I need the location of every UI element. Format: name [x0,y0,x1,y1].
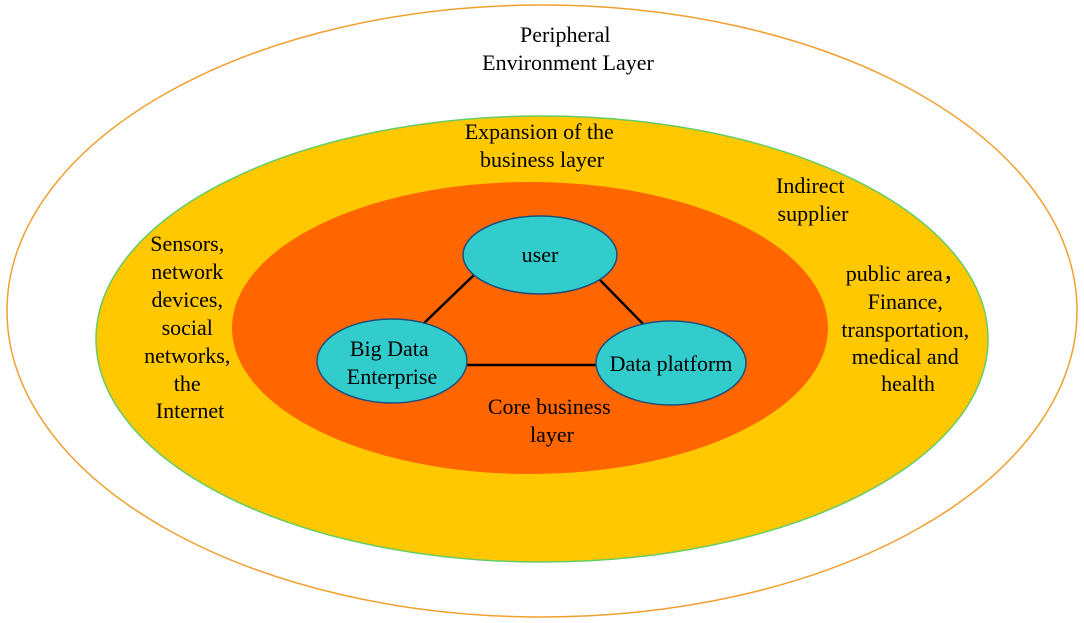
right-line: Finance, [868,289,943,314]
user-node [462,215,618,295]
right-line: public area， [846,261,965,286]
left-line: Sensors, [150,231,224,256]
left-line: social [162,315,213,340]
edge-user-enterprise [419,273,476,328]
core-label-line1: Core business [488,394,611,419]
indirect-supplier-line2: supplier [778,201,850,226]
big-data-enterprise-node [316,318,468,404]
core-label-line2: layer [530,422,575,447]
data-platform-node [595,320,747,406]
data-platform-label: Data platform [610,351,733,376]
left-line: networks, [144,343,230,368]
peripheral-layer-label: Peripheral Environment Layer [482,22,654,75]
right-line: health [881,371,935,396]
edge-user-platform [597,277,650,331]
right-side-text: public area， Finance, transportation, me… [841,261,974,396]
peripheral-label-line1: Peripheral [520,22,610,47]
big-data-enterprise-label: Big Data Enterprise [347,336,437,389]
expansion-layer-label: Expansion of the business layer [465,119,620,172]
left-line: network [151,259,223,284]
peripheral-label-line2: Environment Layer [482,50,654,75]
big-data-enterprise-line2: Enterprise [347,364,437,389]
indirect-supplier-label: Indirect supplier [776,173,850,226]
left-line: Internet [156,398,224,423]
user-node-label: user [522,242,559,267]
right-line: medical and [852,344,959,369]
left-line: devices, [152,287,223,312]
left-line: the [174,371,201,396]
core-layer-label: Core business layer [488,394,616,447]
right-line: transportation, [841,317,969,342]
left-side-text: Sensors, network devices, social network… [144,231,236,423]
indirect-supplier-line1: Indirect [776,173,844,198]
expansion-label-line2: business layer [480,147,605,172]
big-data-enterprise-line1: Big Data [350,336,429,361]
expansion-label-line1: Expansion of the [465,119,614,144]
